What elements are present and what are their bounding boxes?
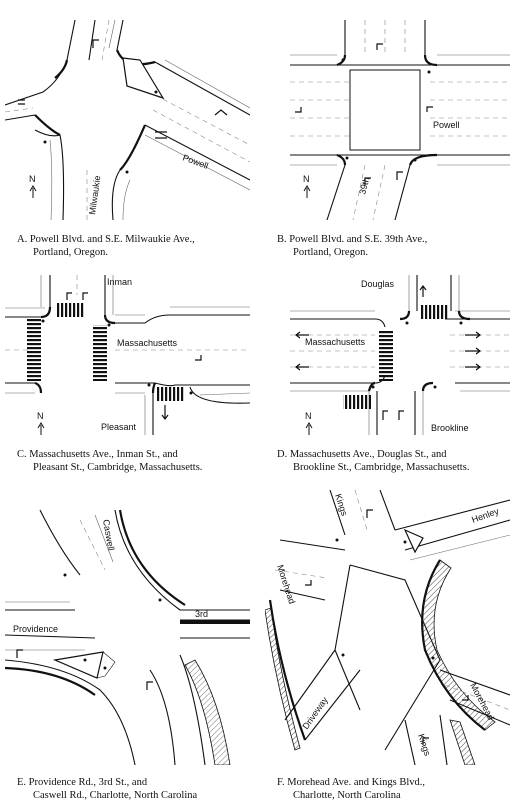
street-label-milwaukie: Milwaukie bbox=[87, 175, 102, 216]
panel-d-caption: D. Massachusetts Ave., Douglas St., and … bbox=[277, 448, 469, 474]
caption-line: A. Powell Blvd. and S.E. Milwaukie Ave., bbox=[17, 234, 195, 245]
street-label-massachusetts: Massachusetts bbox=[117, 338, 178, 348]
caption-line: Brookline St., Cambridge, Massachusetts. bbox=[293, 462, 470, 473]
street-label-kings: Kings bbox=[333, 493, 350, 518]
panel-c-caption: C. Massachusetts Ave., Inman St., and Pl… bbox=[17, 448, 202, 474]
panel-b-caption: B. Powell Blvd. and S.E. 39th Ave., Port… bbox=[277, 233, 427, 259]
panel-e-caption: E. Providence Rd., 3rd St., and Caswell … bbox=[17, 776, 197, 802]
caption-line: F. Morehead Ave. and Kings Blvd., bbox=[277, 777, 425, 788]
street-label-providence: Providence bbox=[13, 624, 58, 634]
panel-e-intersection-diagram: Caswell Providence 3rd bbox=[5, 490, 250, 765]
street-label-pleasant: Pleasant bbox=[101, 422, 137, 432]
caption-line: Portland, Oregon. bbox=[33, 247, 108, 258]
panel-d-intersection-diagram: N Douglas Massachusetts Brookline bbox=[265, 275, 510, 475]
north-arrow-icon bbox=[303, 185, 311, 198]
panel-b-intersection-diagram: N Powell 39th bbox=[265, 20, 510, 220]
panel-f-intersection-diagram: Kings Henley Morehead Driveway Morehead … bbox=[265, 490, 510, 765]
north-label: N bbox=[37, 411, 44, 421]
north-label: N bbox=[305, 411, 312, 421]
street-label-inman: Inman bbox=[107, 277, 132, 287]
panel-a-caption: A. Powell Blvd. and S.E. Milwaukie Ave.,… bbox=[17, 233, 195, 259]
street-label-39th: 39th bbox=[357, 176, 371, 196]
panel-f-caption: F. Morehead Ave. and Kings Blvd., Charlo… bbox=[277, 776, 425, 802]
caption-line: Charlotte, North Carolina bbox=[293, 790, 401, 801]
street-label-powell: Powell bbox=[181, 152, 209, 170]
north-label: N bbox=[303, 174, 310, 184]
panel-b-drawing: N Powell 39th bbox=[290, 20, 510, 220]
panel-f-drawing: Kings Henley Morehead Driveway Morehead … bbox=[265, 490, 510, 765]
caption-line: Pleasant St., Cambridge, Massachusetts. bbox=[33, 462, 203, 473]
panel-a-intersection-diagram: N Powell Milwaukie bbox=[5, 20, 250, 220]
street-label-morehead: Morehead bbox=[275, 564, 297, 606]
street-label-massachusetts: Massachusetts bbox=[305, 337, 366, 347]
street-label-brookline: Brookline bbox=[431, 423, 469, 433]
panel-c-drawing: N Inman Massachusetts Pleasant bbox=[5, 275, 250, 435]
panel-a-drawing: N Powell Milwaukie bbox=[5, 20, 250, 220]
panel-c-intersection-diagram: N Inman Massachusetts Pleasant bbox=[5, 275, 250, 475]
caption-line: B. Powell Blvd. and S.E. 39th Ave., bbox=[277, 234, 428, 245]
caption-line: D. Massachusetts Ave., Douglas St., and bbox=[277, 449, 447, 460]
north-arrow-icon bbox=[305, 422, 313, 435]
crosswalk-top bbox=[57, 303, 85, 317]
north-label: N bbox=[29, 174, 36, 184]
street-label-douglas: Douglas bbox=[361, 279, 395, 289]
north-arrow-icon bbox=[37, 422, 45, 435]
street-label-kings-lower: Kings bbox=[416, 733, 433, 758]
street-label-henley: Henley bbox=[470, 506, 500, 525]
street-label-powell: Powell bbox=[433, 120, 460, 130]
caption-line: Portland, Oregon. bbox=[293, 247, 368, 258]
street-label-3rd: 3rd bbox=[195, 609, 208, 619]
caption-line: Caswell Rd., Charlotte, North Carolina bbox=[33, 790, 198, 801]
street-label-caswell: Caswell bbox=[101, 519, 116, 552]
panel-e-drawing: Caswell Providence 3rd bbox=[5, 509, 250, 765]
north-arrow-icon bbox=[29, 185, 37, 198]
caption-line: E. Providence Rd., 3rd St., and bbox=[17, 777, 148, 788]
panel-d-drawing: N Douglas Massachusetts Brookline bbox=[290, 275, 510, 435]
caption-line: C. Massachusetts Ave., Inman St., and bbox=[17, 449, 178, 460]
